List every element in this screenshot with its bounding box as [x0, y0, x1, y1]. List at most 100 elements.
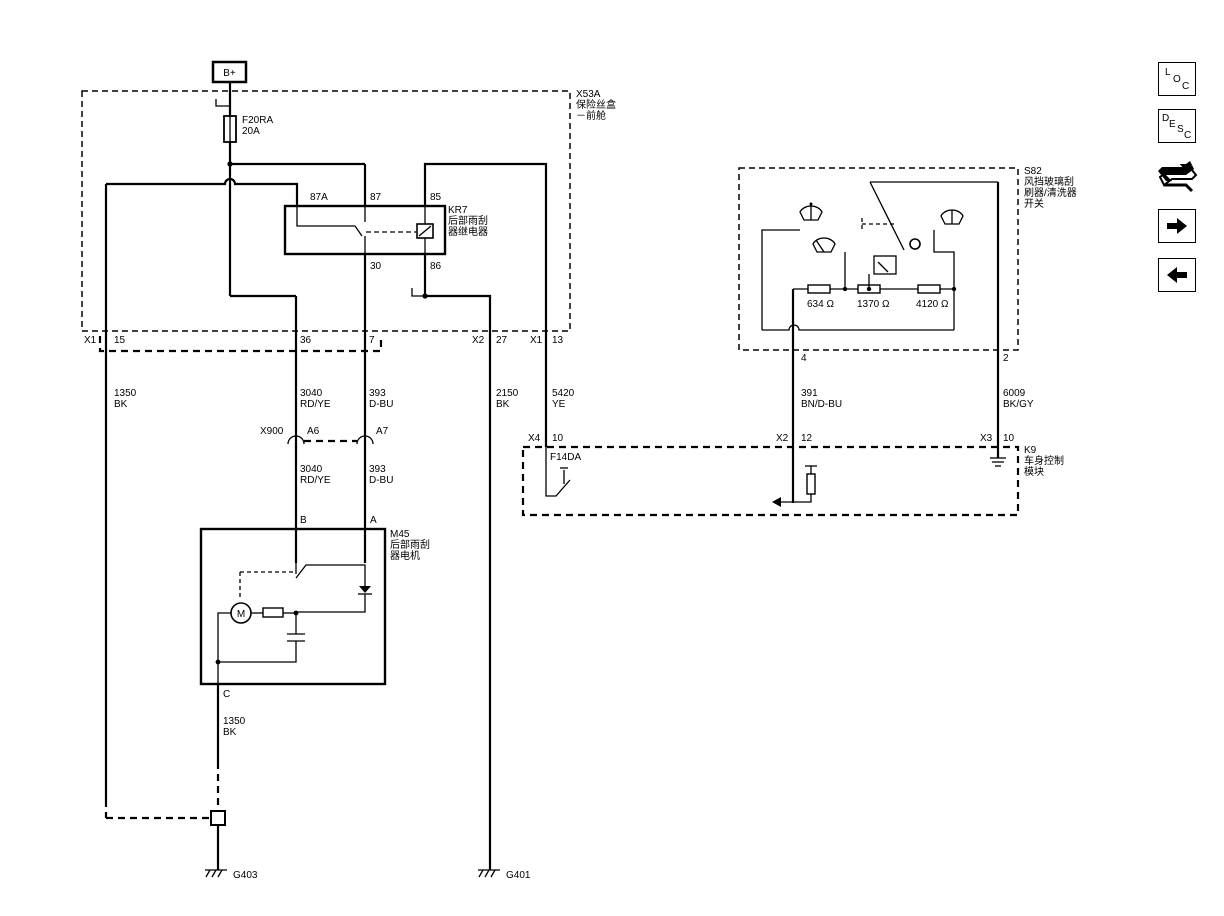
pin-36: 36 — [300, 335, 312, 346]
wire-1350b-circuit: 1350 — [223, 716, 246, 727]
description-button[interactable]: D E S C — [1158, 109, 1196, 143]
ground-g403: G403 — [205, 869, 258, 881]
wire-393-color: D-BU — [369, 399, 393, 410]
bcm-x3-label: X3 — [980, 433, 993, 444]
motor-pin-c: C — [223, 689, 230, 700]
x1b-label: X1 — [530, 335, 543, 346]
next-button[interactable] — [1158, 209, 1196, 243]
wire-3040b-color: RD/YE — [300, 475, 331, 486]
relay-pin-87a: 87A — [310, 192, 328, 203]
motor-symbol: M — [237, 609, 245, 620]
power-source-label: B+ — [223, 68, 236, 79]
wire-3040-circuit: 3040 — [300, 388, 323, 399]
return-button[interactable] — [1156, 155, 1198, 195]
x1b-pin: 13 — [552, 335, 564, 346]
fuse-block-connectors: X1 15 36 7 X2 27 X1 13 — [84, 335, 564, 346]
wire-labels-lower: 3040 RD/YE 393 D-BU — [300, 464, 393, 486]
motor-pin-b: B — [300, 515, 307, 526]
x2-pin: 27 — [496, 335, 508, 346]
wire-6009-circuit: 6009 — [1003, 388, 1026, 399]
loc-letter-3: C — [1182, 81, 1190, 92]
loc-letter-1: L — [1165, 67, 1171, 78]
desc-letter-4: C — [1184, 130, 1192, 141]
fuse-block-id: X53A — [576, 89, 601, 100]
resistor-1370: 1370 Ω — [857, 299, 890, 310]
location-button[interactable]: L O C — [1158, 62, 1196, 96]
relay-pin-85: 85 — [430, 192, 442, 203]
wire-393b-circuit: 393 — [369, 464, 386, 475]
motor-id: M45 — [390, 529, 410, 540]
ground-g401: G401 — [478, 869, 531, 881]
wire-3040b-circuit: 3040 — [300, 464, 323, 475]
wire-2150-color: BK — [496, 399, 510, 410]
wire-391-circuit: 391 — [801, 388, 818, 399]
fuse-id: F20RA — [242, 115, 273, 126]
bcm-x4-pin: 10 — [552, 433, 564, 444]
bcm-name-2: 模块 — [1024, 466, 1044, 478]
wire-1350-circuit: 1350 — [114, 388, 137, 399]
bcm-x2-pin: 12 — [801, 433, 813, 444]
relay-pin-30: 30 — [370, 261, 382, 272]
relay-pin-87: 87 — [370, 192, 382, 203]
wire-5420-circuit: 5420 — [552, 388, 575, 399]
switch-name-2: 刷器/清洗器 — [1024, 186, 1077, 199]
wiper-washer-icon — [799, 202, 823, 221]
switch-name-1: 风挡玻璃刮 — [1024, 175, 1074, 188]
wiper-low-icon — [812, 237, 836, 253]
relay-name-2: 器继电器 — [448, 225, 488, 238]
motor-name-2: 器电机 — [390, 549, 420, 562]
resistor-634: 634 Ω — [807, 299, 834, 310]
fuse-f20ra: F20RA 20A — [223, 115, 273, 143]
x900-label: X900 — [260, 426, 284, 437]
wire-2150-circuit: 2150 — [496, 388, 519, 399]
desc-letter-1: D — [1162, 113, 1170, 124]
motor-name-1: 后部雨刮 — [390, 538, 430, 551]
wiper-interval-icon — [873, 255, 897, 275]
x1a-pin: 15 — [114, 335, 126, 346]
inline-connector-x900: X900 A6 A7 — [260, 426, 389, 445]
wire-393b-color: D-BU — [369, 475, 393, 486]
desc-letter-2: E — [1169, 119, 1176, 130]
power-source: B+ — [211, 60, 248, 84]
wire-393-circuit: 393 — [369, 388, 386, 399]
x900-pin-a6: A6 — [307, 426, 320, 437]
bcm-switch-label: F14DA — [550, 452, 581, 463]
switch-name-3: 开关 — [1024, 197, 1044, 210]
previous-button[interactable] — [1158, 258, 1196, 292]
arrow-left-icon — [1167, 267, 1187, 283]
return-icon — [1158, 161, 1198, 193]
wire-6009-color: BK/GY — [1003, 399, 1034, 410]
wire-5420-color: YE — [552, 399, 566, 410]
pin-7: 7 — [369, 335, 375, 346]
relay-name-1: 后部雨刮 — [448, 214, 488, 227]
x2-label: X2 — [472, 335, 485, 346]
relay-pin-86: 86 — [430, 261, 442, 272]
loc-letter-2: O — [1173, 74, 1181, 85]
wire-1350b-color: BK — [223, 727, 237, 738]
wire-391-color: BN/D-BU — [801, 399, 842, 410]
switch-pin-4: 4 — [801, 353, 807, 364]
motor-m45: B A C M45 后部雨刮 器电机 M — [199, 515, 430, 700]
wire-1350-color: BK — [114, 399, 128, 410]
switch-pin-2: 2 — [1003, 353, 1009, 364]
x1a-label: X1 — [84, 335, 97, 346]
bcm-x2-label: X2 — [776, 433, 789, 444]
motor-pin-a: A — [370, 515, 377, 526]
relay-kr7: 87A 87 85 30 86 KR7 后部雨刮 器继电器 — [283, 192, 488, 272]
resistor-4120: 4120 Ω — [916, 299, 949, 310]
fuse-block-name-2: －前舱 — [576, 109, 606, 122]
bcm-x4-label: X4 — [528, 433, 541, 444]
fuse-block: X53A 保险丝盒 －前舱 — [81, 89, 616, 332]
switch-id: S82 — [1024, 166, 1042, 177]
wiper-high-icon — [940, 209, 964, 225]
relay-id: KR7 — [448, 205, 468, 216]
bcm-k9: X4 10 X2 12 X3 10 K9 车身控制 模块 F14DA — [521, 433, 1064, 517]
wire-3040-color: RD/YE — [300, 399, 331, 410]
switch-s82: S82 风挡玻璃刮 刷器/清洗器 开关 — [738, 166, 1077, 364]
desc-letter-3: S — [1177, 124, 1184, 135]
ground-g401-label: G401 — [506, 870, 531, 881]
switch-actuator-icon — [861, 181, 998, 251]
bcm-id: K9 — [1024, 445, 1037, 456]
arrow-right-icon — [1167, 218, 1187, 234]
